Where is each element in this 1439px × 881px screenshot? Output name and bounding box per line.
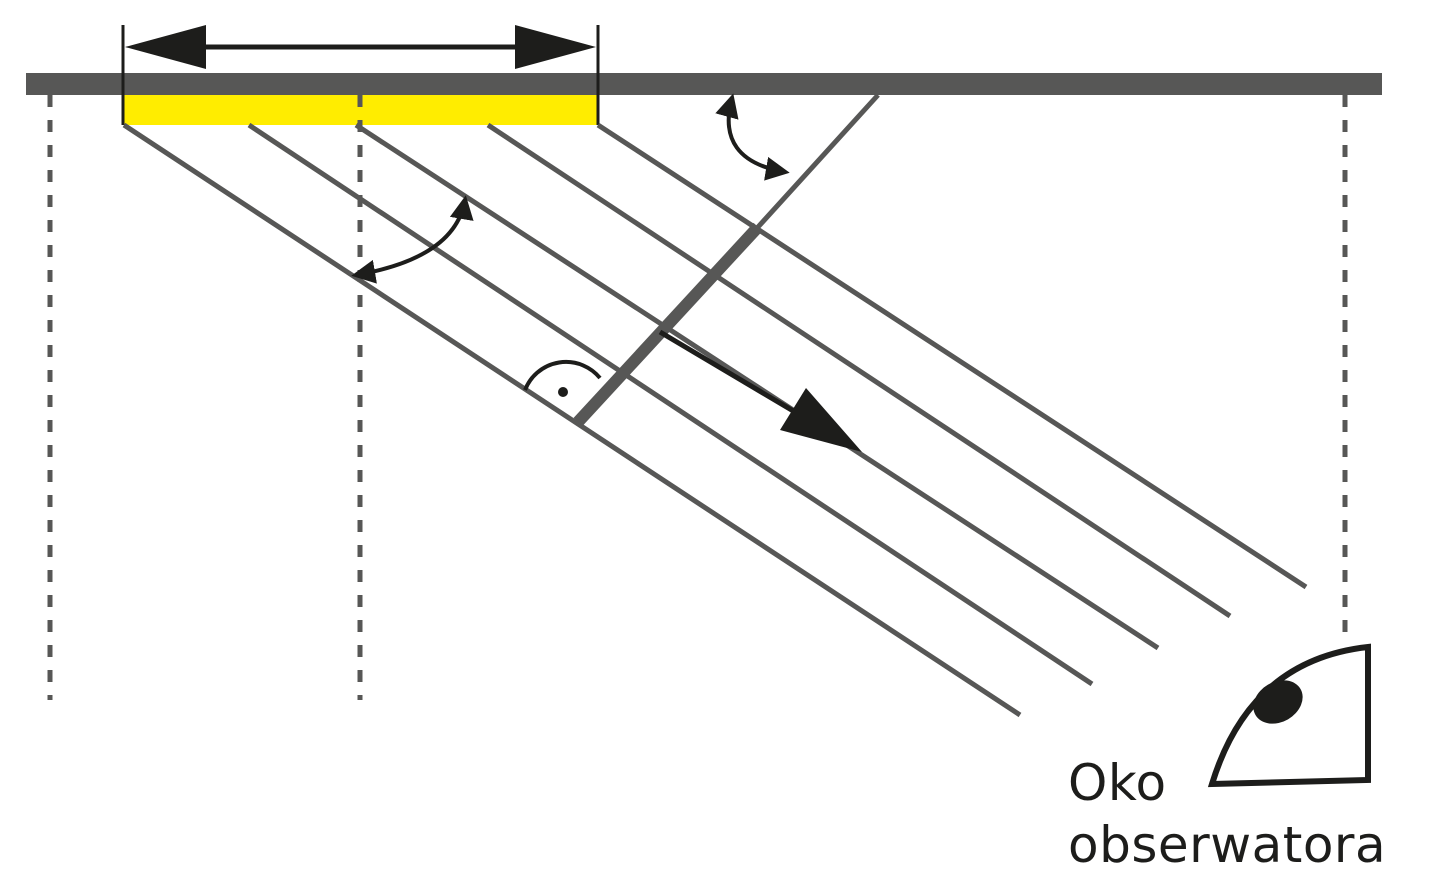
observer-eye-label-line1: Oko	[1068, 754, 1167, 812]
eye-icon	[1207, 643, 1371, 788]
ray-4	[486, 122, 1232, 619]
angle-arc-surface	[715, 93, 790, 181]
ray-5	[596, 122, 1308, 590]
right-angle-icon	[523, 359, 602, 397]
ray-3	[354, 122, 1160, 651]
angle-arc-incidence	[351, 195, 474, 284]
ray-1	[122, 122, 1022, 718]
direction-arrow	[658, 329, 862, 452]
perpendicular-line	[756, 93, 880, 229]
observer-eye-label-line2: obserwatora	[1068, 816, 1387, 874]
width-dimension-arrow	[121, 25, 600, 125]
perpendicular-line-thick	[573, 222, 763, 427]
reflecting-surface	[26, 73, 1382, 95]
observer-eye-label: Oko obserwatora	[1068, 752, 1386, 876]
ray-2	[247, 122, 1094, 687]
